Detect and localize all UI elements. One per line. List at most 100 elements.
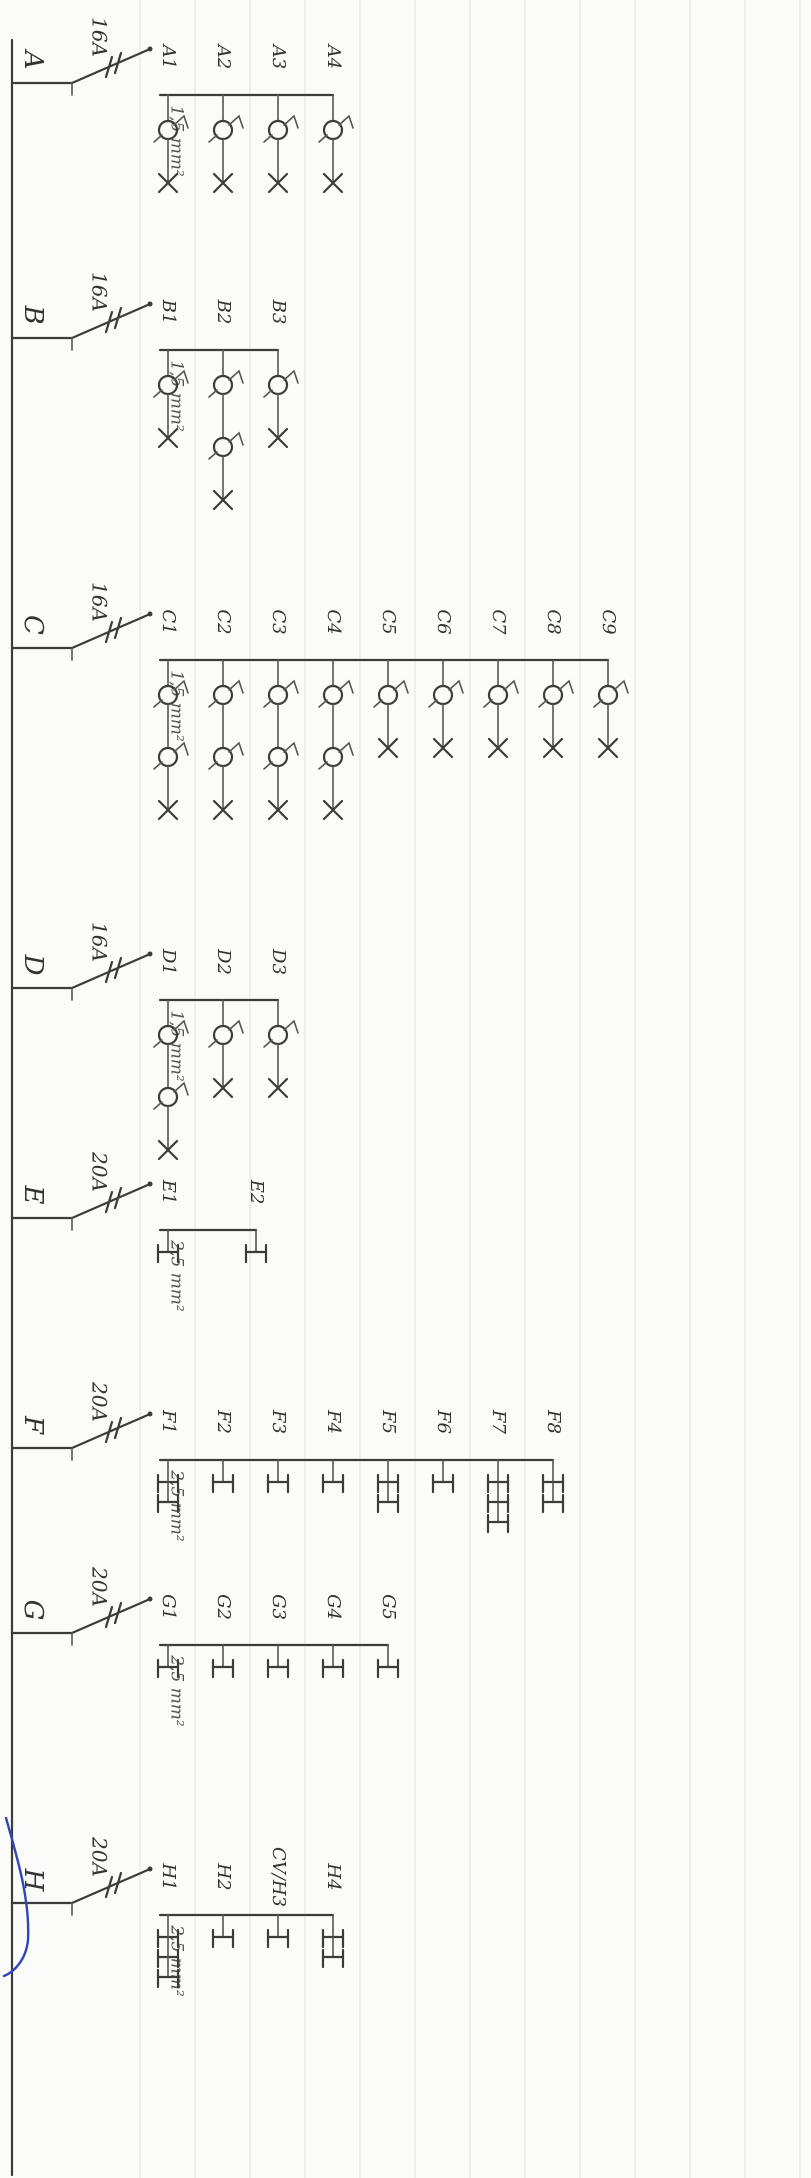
breaker-rating: 16A xyxy=(88,17,112,57)
cable-section: 1,5 mm² xyxy=(167,105,187,177)
socket-symbol xyxy=(266,1928,290,1949)
paper-grid xyxy=(139,0,801,2178)
branch-d1: D1 xyxy=(153,948,189,1161)
branch-label: A3 xyxy=(268,43,289,69)
branch-c9: C9 xyxy=(593,609,629,759)
branch-label: H1 xyxy=(158,1862,179,1890)
branch-label: F6 xyxy=(433,1409,454,1434)
switch-symbol xyxy=(208,1019,244,1048)
switch-symbol xyxy=(153,1019,189,1048)
branch-label: F4 xyxy=(323,1409,344,1434)
lamp-end-mark xyxy=(487,737,509,759)
branch-b3: B3 xyxy=(263,299,299,449)
breaker-rating: 16A xyxy=(88,272,112,312)
branch-a1: A1 xyxy=(153,43,189,194)
branch-label: C6 xyxy=(433,609,454,634)
cable-section: 2,5 mm² xyxy=(167,1469,187,1542)
socket-symbol xyxy=(321,1473,345,1494)
branch-label: E2 xyxy=(246,1179,267,1205)
switch-symbol xyxy=(318,114,354,143)
socket-symbol xyxy=(156,1968,180,1989)
socket-symbol xyxy=(156,1493,180,1514)
socket-symbol xyxy=(266,1473,290,1494)
switch-symbol xyxy=(483,679,519,708)
lamp-end-mark xyxy=(597,737,619,759)
switch-symbol xyxy=(153,114,189,143)
branch-cv-h3: CV/H3 xyxy=(266,1847,290,1949)
switch-symbol xyxy=(208,431,244,460)
switch-symbol xyxy=(538,679,574,708)
lamp-end-mark xyxy=(212,489,234,511)
branch-c7: C7 xyxy=(483,609,519,759)
branch-label: C2 xyxy=(213,609,234,634)
circuit-id: E xyxy=(18,1185,48,1205)
socket-symbol xyxy=(376,1658,400,1679)
branch-f1: F1 xyxy=(156,1409,180,1514)
branch-f2: F2 xyxy=(211,1409,235,1494)
branch-label: F2 xyxy=(213,1409,234,1434)
socket-symbol xyxy=(321,1948,345,1969)
circuit-id: F xyxy=(18,1415,48,1435)
breaker-contact xyxy=(147,951,153,957)
switch-symbol xyxy=(373,679,409,708)
socket-symbol xyxy=(431,1473,455,1494)
branch-label: A4 xyxy=(323,43,344,69)
breaker-contact xyxy=(147,46,153,52)
cable-section: 2,5 mm² xyxy=(167,1239,187,1312)
branch-f7: F7 xyxy=(486,1409,510,1534)
lamp-end-mark xyxy=(267,1077,289,1099)
breaker-rating: 16A xyxy=(88,922,112,962)
breaker-rating: 16A xyxy=(88,582,112,622)
socket-symbol xyxy=(211,1928,235,1949)
lamp-end-mark xyxy=(212,799,234,821)
lamp-end-mark xyxy=(157,799,179,821)
lamp-end-mark xyxy=(157,1139,179,1161)
branch-a2: A2 xyxy=(208,43,244,194)
branch-label: C4 xyxy=(323,609,344,634)
cable-section: 1,5 mm² xyxy=(167,1010,187,1082)
lamp-end-mark xyxy=(212,1077,234,1099)
branch-label: C9 xyxy=(598,609,619,634)
branch-label: F3 xyxy=(268,1409,289,1434)
lamp-end-mark xyxy=(212,172,234,194)
socket-symbol xyxy=(211,1473,235,1494)
branch-label: C8 xyxy=(543,609,564,634)
switch-symbol xyxy=(208,679,244,708)
branch-label: B1 xyxy=(158,299,179,325)
branch-g3: G3 xyxy=(266,1594,290,1679)
breaker-rating: 20A xyxy=(88,1151,112,1192)
branch-h2: H2 xyxy=(211,1862,235,1949)
branch-label: E1 xyxy=(158,1179,179,1205)
switch-symbol xyxy=(318,679,354,708)
breaker-rating: 20A xyxy=(88,1566,112,1607)
branch-c5: C5 xyxy=(373,609,409,759)
breaker-contact xyxy=(147,1596,153,1602)
lamp-end-mark xyxy=(432,737,454,759)
branch-c8: C8 xyxy=(538,609,574,759)
branch-f3: F3 xyxy=(266,1409,290,1494)
breaker-contact xyxy=(147,1866,153,1872)
switch-symbol xyxy=(153,679,189,708)
circuit-id: D xyxy=(18,954,48,976)
socket-symbol xyxy=(486,1513,510,1534)
branch-d3: D3 xyxy=(263,948,299,1099)
cable-section: 1,5 mm² xyxy=(167,670,187,742)
branch-c6: C6 xyxy=(428,609,464,759)
switch-symbol xyxy=(208,741,244,770)
breaker-rating: 20A xyxy=(88,1381,112,1422)
branch-label: D1 xyxy=(158,948,179,975)
branch-label: B3 xyxy=(268,299,289,325)
branch-f6: F6 xyxy=(431,1409,455,1494)
pen-mark xyxy=(2,1816,30,1978)
switch-symbol xyxy=(318,741,354,770)
branch-label: G1 xyxy=(158,1594,179,1620)
branch-h1: H1 xyxy=(156,1862,180,1989)
switch-symbol xyxy=(263,741,299,770)
branch-c1: C1 xyxy=(153,609,189,821)
